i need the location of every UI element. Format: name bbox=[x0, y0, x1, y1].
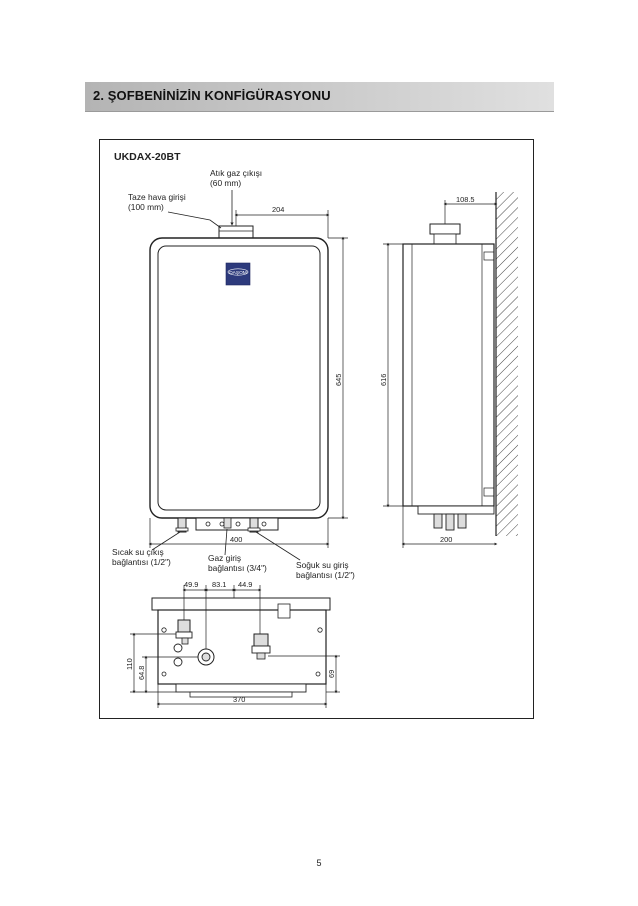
dim-bottom-d1: 49.9 bbox=[184, 580, 198, 589]
dim-flue-offset: 204 bbox=[272, 205, 284, 214]
exhaust-label-line2: (60 mm) bbox=[210, 178, 241, 188]
dim-bottom-h2: 64.8 bbox=[137, 666, 146, 680]
hot-water-pipe bbox=[177, 517, 187, 533]
cold-water-label-line2: bağlantısı (1/2") bbox=[296, 570, 355, 580]
gas-pipe bbox=[223, 517, 232, 529]
flue-outlet bbox=[218, 225, 254, 239]
dim-side-depth: 200 bbox=[440, 535, 452, 544]
fresh-air-label-line1: Taze hava girişi bbox=[128, 192, 186, 202]
section-header: 2. ŞOFBENİNİZİN KONFİGÜRASYONU bbox=[85, 82, 554, 112]
gas-label-line1: Gaz giriş bbox=[208, 553, 241, 563]
side-view bbox=[402, 192, 518, 536]
dim-bottom-h3: 69 bbox=[327, 670, 336, 678]
bottom-top-rail bbox=[151, 597, 331, 611]
dim-bottom-d2: 83.1 bbox=[212, 580, 226, 589]
exhaust-label-line1: Atık gaz çıkışı bbox=[210, 168, 262, 178]
dim-bottom-h1: 110 bbox=[125, 658, 134, 670]
bottom-cold-water bbox=[253, 633, 269, 647]
bottom-hot-water bbox=[177, 619, 191, 633]
model-name: UKDAX-20BT bbox=[114, 151, 181, 163]
front-panel bbox=[157, 245, 321, 511]
dim-side-height: 616 bbox=[379, 374, 388, 386]
brand-name: DAŞOM bbox=[229, 270, 247, 276]
technical-drawing: UKDAX-20BT DAŞOM bbox=[112, 151, 518, 708]
configuration-figure: UKDAX-20BT DAŞOM bbox=[99, 139, 534, 719]
gas-label-line2: bağlantısı (3/4") bbox=[208, 563, 267, 573]
cold-water-label-line1: Soğuk su giriş bbox=[296, 560, 349, 570]
brand-logo: DAŞOM bbox=[225, 262, 251, 286]
front-view bbox=[149, 225, 329, 533]
side-body bbox=[402, 243, 495, 507]
dim-front-height: 645 bbox=[334, 374, 343, 386]
section-title: 2. ŞOFBENİNİZİN KONFİGÜRASYONU bbox=[93, 88, 331, 103]
wall-hatch bbox=[496, 192, 518, 536]
dim-front-width: 400 bbox=[230, 535, 242, 544]
fresh-air-label-line2: (100 mm) bbox=[128, 202, 164, 212]
dim-bottom-d3: 44.9 bbox=[238, 580, 252, 589]
hot-water-label-line2: bağlantısı (1/2") bbox=[112, 557, 171, 567]
dim-side-top: 108.5 bbox=[456, 195, 475, 204]
dim-bottom-width: 370 bbox=[233, 695, 245, 704]
page-number: 5 bbox=[316, 858, 322, 868]
cold-water-pipe bbox=[249, 517, 259, 533]
hot-water-label-line1: Sıcak su çıkış bbox=[112, 547, 164, 557]
bottom-view bbox=[151, 597, 331, 698]
